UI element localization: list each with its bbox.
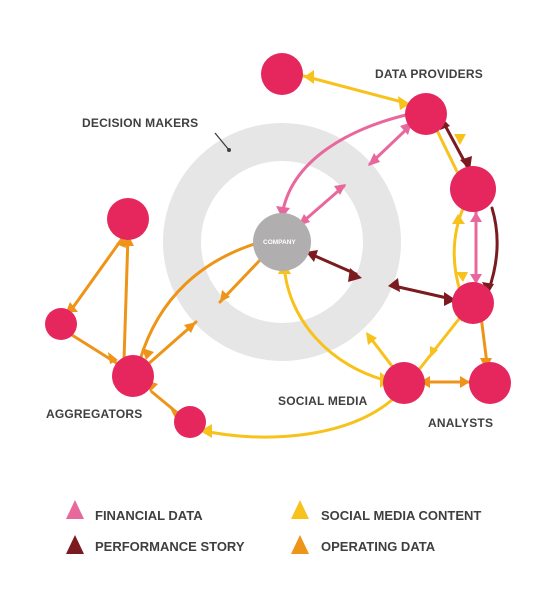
node-top-left	[107, 198, 149, 240]
node-mid-right	[452, 282, 494, 324]
arrow-pink-node2	[470, 212, 482, 222]
edge-aggregators-to-ring	[144, 320, 198, 368]
edge-data-providers-to-company	[280, 112, 412, 218]
arrow-dark-node3-start	[444, 292, 456, 306]
edge-node2-to-node3-right	[486, 206, 499, 294]
label-aggregators: AGGREGATORS	[46, 407, 143, 421]
node-upper-right	[450, 166, 496, 212]
arrow-orange-left	[66, 302, 78, 312]
label-social-media: SOCIAL MEDIA	[278, 394, 368, 408]
arrow-pink-company	[276, 206, 290, 218]
arrow-dark-node3	[482, 282, 494, 294]
arrow-orange-ring-left	[220, 290, 230, 302]
legend-swatch-operating	[291, 535, 309, 554]
label-data-providers: DATA PROVIDERS	[375, 67, 483, 81]
node-aggregators	[112, 355, 154, 397]
node-analysts	[469, 362, 511, 404]
legend-swatches	[66, 500, 309, 554]
label-analysts: ANALYSTS	[428, 416, 494, 430]
label-company: COMPANY	[263, 239, 296, 246]
arrow-yellow-node3-left	[456, 272, 468, 282]
arrow-orange-social	[420, 376, 430, 388]
arrow-yellow-data-providers	[398, 96, 410, 110]
node-top	[261, 53, 303, 95]
arrow-yellow-ring	[366, 332, 377, 345]
decision-makers-leader	[214, 132, 230, 151]
arrow-dark-ring	[388, 278, 400, 292]
arrow-yellow-bottom-left	[200, 424, 212, 438]
legend-label-performance: PERFORMANCE STORY	[95, 539, 245, 554]
arrow-pink-ring-top	[334, 184, 346, 195]
legend-swatch-financial	[66, 500, 84, 519]
arrow-yellow-social-mid	[430, 346, 438, 358]
arrow-pink-ring-mid	[368, 153, 380, 166]
edge-left-to-aggregators	[62, 328, 120, 366]
arrow-yellow-node2	[454, 134, 466, 145]
arrow-pink-node3	[470, 274, 482, 284]
decision-makers-leader-dot	[227, 148, 231, 152]
edge-social-to-node3	[412, 308, 468, 378]
arrow-dark-ring-right	[348, 268, 362, 282]
label-decision-makers: DECISION MAKERS	[82, 116, 199, 130]
edge-left-to-top-left	[62, 234, 126, 322]
arrow-orange-analysts-start	[460, 376, 470, 388]
node-bottom-left	[174, 406, 206, 438]
edge-social-to-company	[282, 260, 394, 384]
arrow-orange-aggregators-a	[108, 352, 118, 364]
edge-node2-to-node3-left	[452, 204, 466, 296]
node-social-media	[383, 362, 425, 404]
arrow-dark-company-start	[306, 250, 318, 262]
edge-top-to-data-providers	[298, 73, 408, 105]
node-data-providers	[405, 93, 447, 135]
nodes	[45, 53, 511, 438]
arrow-orange-aggregators-c	[142, 348, 154, 360]
node-company	[253, 213, 311, 271]
edge-social-to-bottom-left	[198, 390, 402, 439]
legend-label-social: SOCIAL MEDIA CONTENT	[321, 508, 482, 523]
edge-aggregators-to-company	[138, 238, 270, 362]
edge-aggregators-to-top-left-a	[122, 234, 130, 362]
arrow-yellow-top-start	[304, 70, 314, 84]
legend-swatch-performance	[66, 535, 84, 554]
legend-swatch-social	[291, 500, 309, 519]
legend-label-operating: OPERATING DATA	[321, 539, 436, 554]
decision-makers-ring	[163, 123, 401, 361]
arrow-orange-ring	[184, 322, 196, 333]
node-left	[45, 308, 77, 340]
arrow-yellow-node2-bottom	[452, 214, 465, 224]
legend-label-financial: FINANCIAL DATA	[95, 508, 203, 523]
